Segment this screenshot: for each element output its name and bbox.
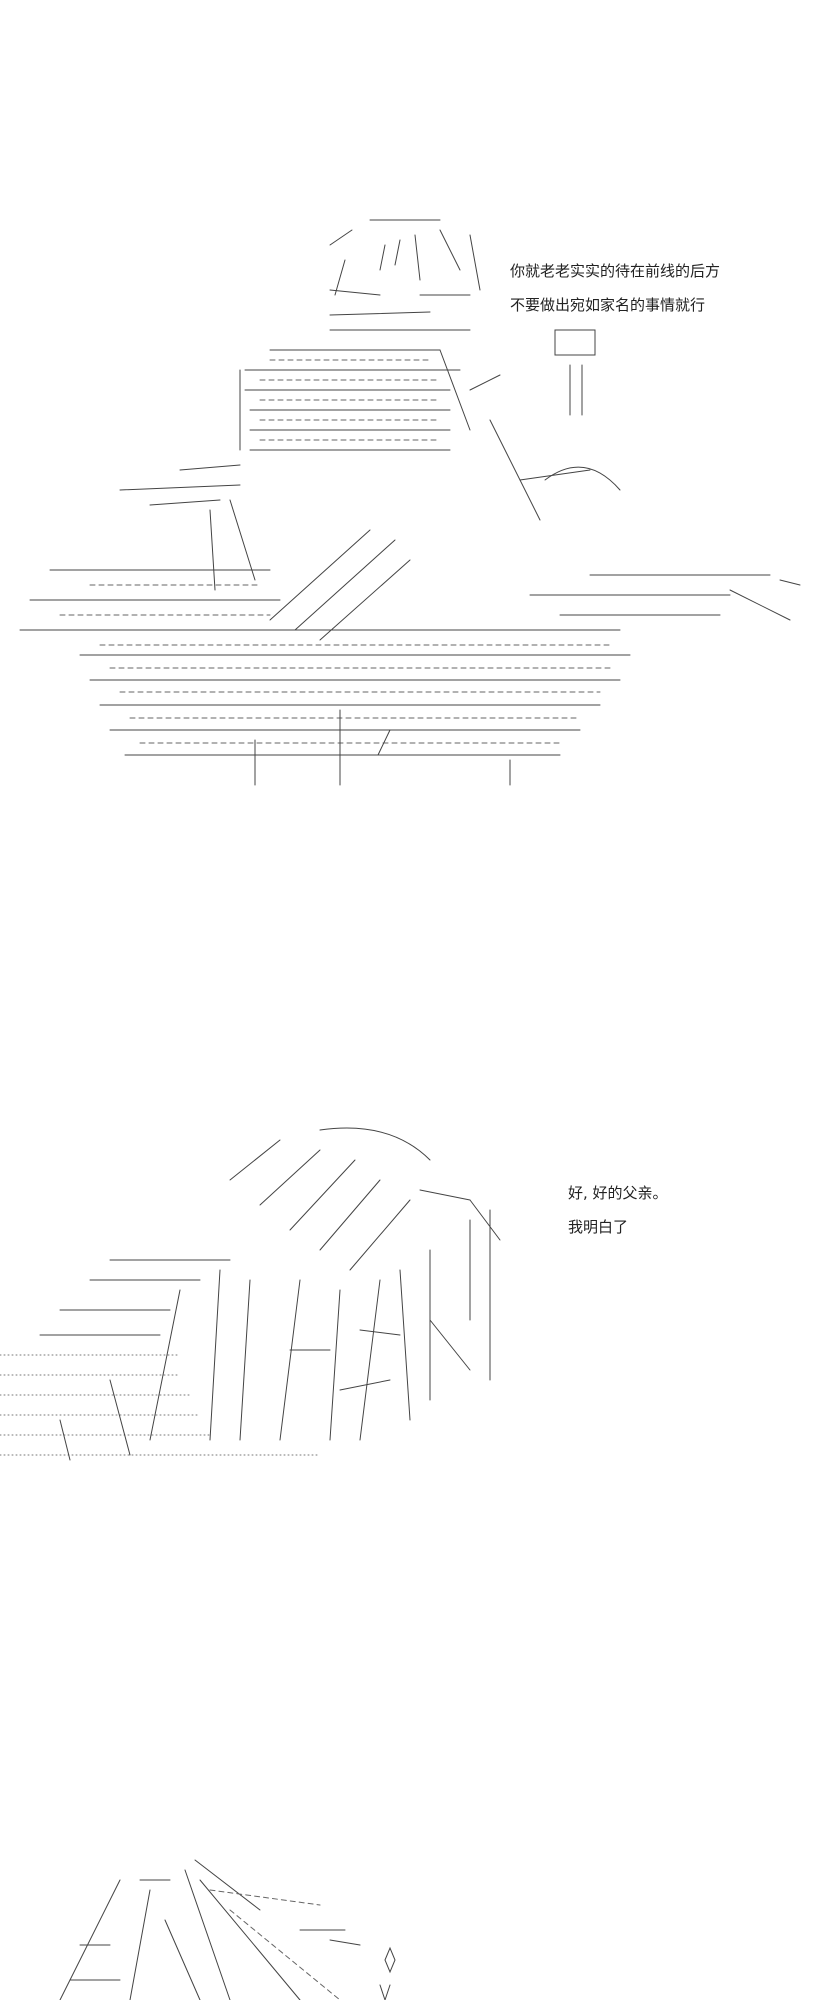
dialogue-line: 好, 好的父亲。 [568, 1184, 668, 1202]
dialogue-line: 我明白了 [568, 1218, 629, 1236]
ascii-art-partial-figure [59, 1859, 396, 2000]
panel-3 [0, 1850, 831, 2000]
dialogue-line: 你就老老实实的待在前线的后方 [510, 262, 721, 280]
ascii-art-seated-figure [19, 219, 801, 786]
dialogue-box: 好, 好的父亲。 我明白了 [568, 1182, 668, 1250]
dialogue-box: 你就老老实实的待在前线的后方 不要做出宛如家名的事情就行 [510, 260, 720, 328]
panel-1: 你就老老实实的待在前线的后方 不要做出宛如家名的事情就行 [0, 200, 831, 800]
dialogue-line: 不要做出宛如家名的事情就行 [510, 296, 706, 314]
panel-2: 好, 好的父亲。 我明白了 [0, 1120, 831, 1520]
ascii-art-bowing-figure [0, 1127, 501, 1461]
